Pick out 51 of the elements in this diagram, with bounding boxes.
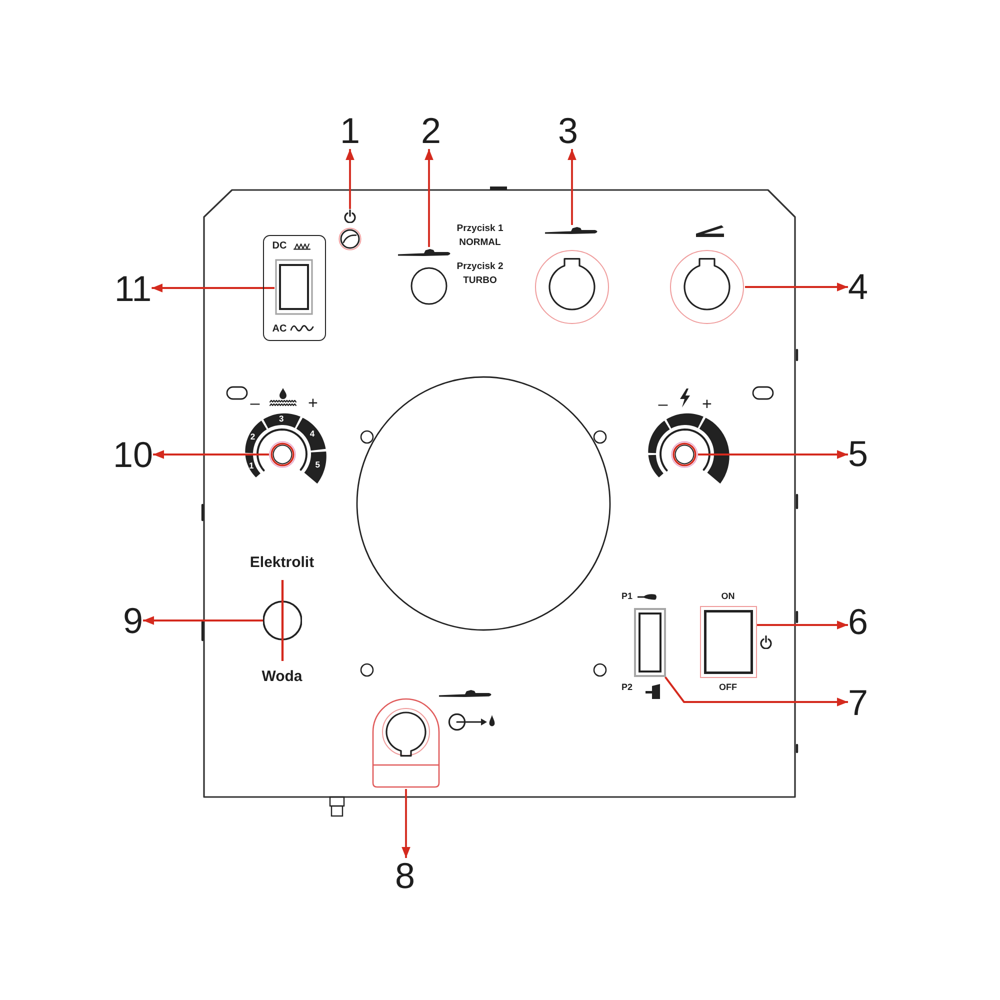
scale-number: 1: [249, 461, 254, 470]
torch-icon: [397, 247, 453, 259]
leader-arrow: [143, 616, 263, 625]
scale-number: 5: [315, 460, 320, 470]
callout-number: 6: [848, 604, 868, 640]
outlet-socket: [372, 698, 440, 789]
socket: [669, 249, 745, 325]
rocker-switch: [274, 258, 312, 314]
knob: [671, 441, 698, 468]
knob-label: Elektrolit: [250, 554, 314, 572]
torch-icon: [544, 225, 600, 237]
callout-number: 1: [340, 113, 360, 149]
leader-arrow: [402, 789, 410, 858]
callout-number: 3: [558, 113, 578, 149]
switch-label: OFF: [719, 683, 737, 693]
callout-number: 4: [848, 269, 868, 305]
leader-arrow: [346, 149, 354, 209]
knob-label: Woda: [262, 668, 302, 686]
power-icon: [343, 209, 357, 223]
scale-number: 4: [310, 429, 315, 439]
switch-label: ON: [721, 592, 735, 602]
plus-sign: +: [702, 396, 712, 414]
leader-arrow: [664, 676, 848, 706]
mode-label: Przycisk 2 TURBO: [456, 260, 504, 288]
switch-label: P1: [622, 592, 632, 602]
callout-number: 8: [394, 858, 416, 894]
leader-arrow: [745, 282, 848, 292]
switch-label: DC: [272, 240, 287, 251]
callout-number: 2: [420, 113, 442, 149]
switch-label: AC: [272, 323, 287, 334]
minus-sign: –: [250, 394, 260, 414]
scale-number: 3: [279, 414, 284, 424]
leader-arrow: [568, 149, 576, 225]
leader-arrow: [153, 450, 269, 459]
callout-number: 11: [114, 271, 152, 307]
leader-arrow: [152, 284, 274, 292]
leader-arrow: [757, 620, 848, 630]
switch-plate: [263, 235, 326, 341]
callout-number: 10: [112, 437, 154, 473]
socket: [534, 249, 610, 325]
callout-number: 7: [848, 685, 868, 721]
callout-number: 9: [122, 603, 144, 639]
scale-number: 2: [250, 432, 256, 442]
plus-sign: +: [308, 394, 318, 414]
leader-arrow: [424, 149, 434, 247]
callout-number: 5: [848, 436, 868, 472]
minus-sign: –: [658, 396, 668, 414]
leader-arrow: [698, 450, 848, 459]
switch-label: P2: [622, 683, 632, 693]
knob: [269, 441, 296, 468]
mode-label: Przycisk 1 NORMAL: [456, 222, 504, 250]
